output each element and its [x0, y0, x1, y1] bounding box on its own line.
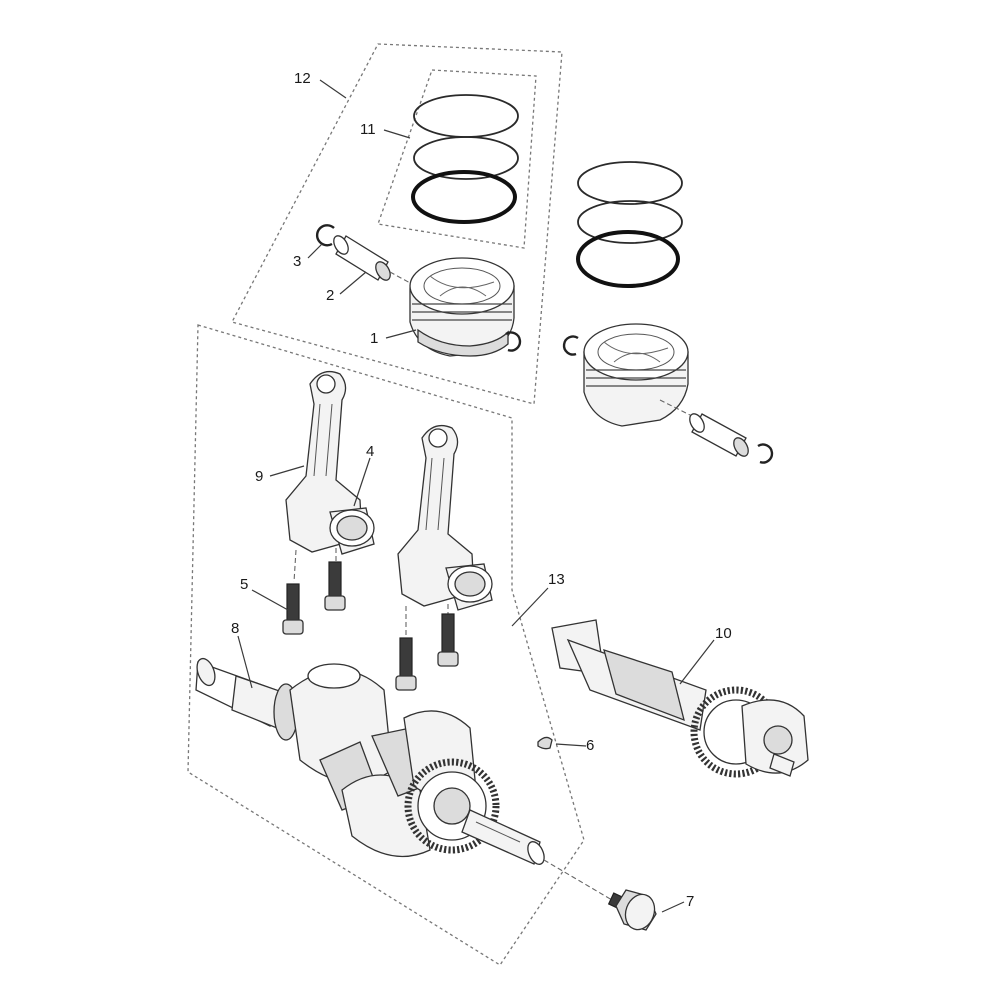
crank-bolt-7 — [607, 889, 657, 931]
callout-2: 2 — [326, 287, 334, 304]
rod-bolt-right-a — [395, 637, 417, 691]
callout-13: 13 — [548, 571, 565, 588]
piston-pin-right — [689, 413, 749, 457]
connecting-rod-9 — [285, 370, 363, 553]
callout-7: 7 — [686, 893, 694, 910]
group-11-ring-set-box — [377, 69, 537, 249]
rod-bolt-5 — [282, 583, 304, 635]
balancer-shaft-10 — [551, 619, 809, 778]
piston-right — [583, 323, 689, 427]
callout-8: 8 — [231, 620, 239, 637]
rod-bolt-right-b — [437, 613, 459, 667]
woodruff-key-6 — [537, 736, 553, 750]
callout-9: 9 — [255, 468, 263, 485]
circlip-right-piston-front — [562, 335, 579, 356]
leader-lines — [237, 79, 715, 913]
callout-6: 6 — [586, 737, 594, 754]
circlip-right-piston-rear — [757, 443, 774, 464]
callout-10: 10 — [715, 625, 732, 642]
piston-ring-set-right — [576, 161, 683, 288]
rod-bolt-left-b — [324, 561, 346, 611]
piston-pin-2 — [333, 235, 391, 281]
callout-5: 5 — [240, 576, 248, 593]
callout-11: 11 — [360, 121, 376, 138]
callout-1: 1 — [370, 330, 378, 347]
connecting-rod-right — [397, 424, 475, 607]
group-13-crank-assembly-box — [187, 324, 585, 966]
circlip-3 — [315, 224, 335, 247]
piston-ring-set-11 — [411, 94, 519, 224]
crankshaft-8 — [195, 657, 545, 865]
big-end-bearing-4 — [329, 507, 375, 555]
big-end-bearing-right — [445, 563, 493, 611]
circlip-left-piston — [505, 331, 522, 352]
group-12-piston-assembly-box — [231, 43, 563, 405]
piston-1 — [409, 257, 515, 357]
callout-3: 3 — [293, 253, 301, 270]
callout-12: 12 — [294, 70, 311, 87]
callout-4: 4 — [366, 443, 374, 460]
